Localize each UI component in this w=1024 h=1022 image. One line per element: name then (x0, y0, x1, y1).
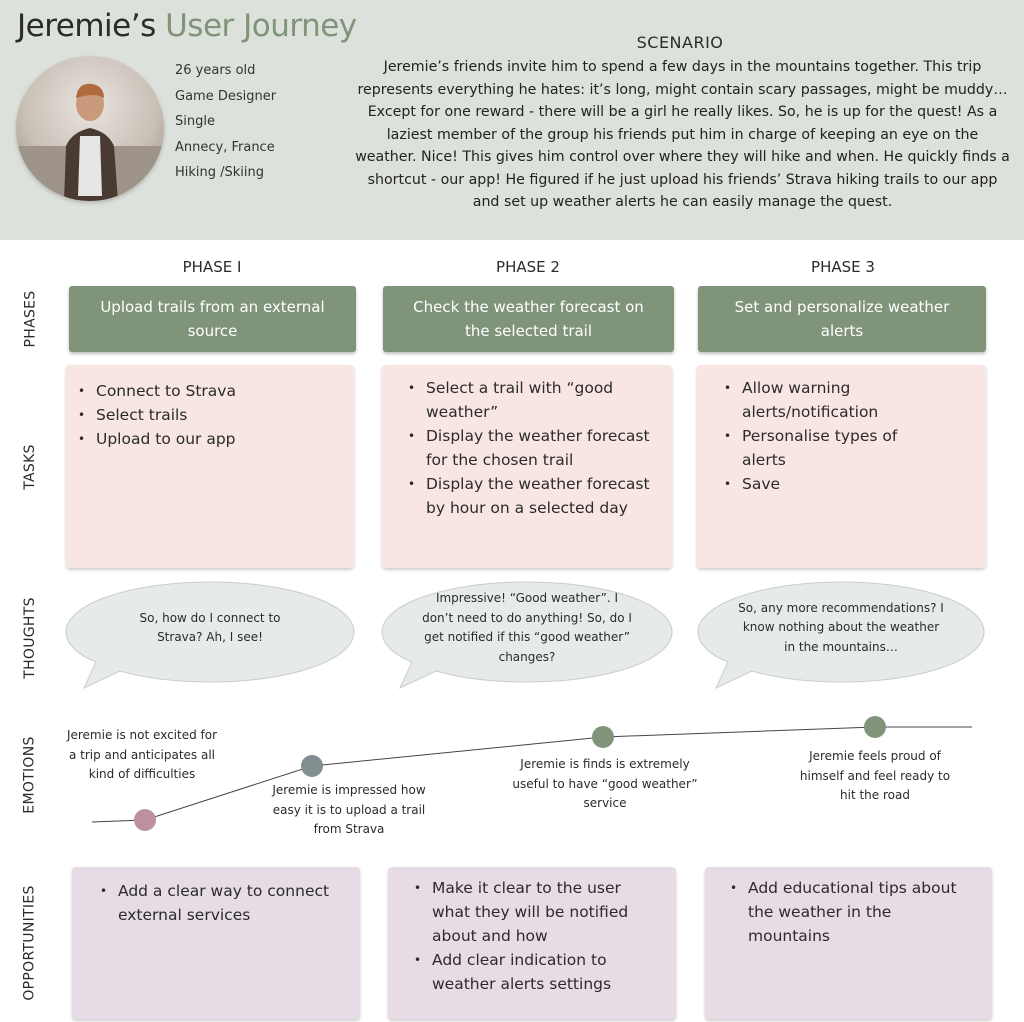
title-rest: User Journey (165, 8, 357, 44)
phase-2-opportunities: Make it clear to the user what they will… (388, 867, 676, 1019)
persona-location: Annecy, France (175, 140, 275, 155)
opportunity-item: Make it clear to the user what they will… (414, 876, 646, 948)
phase-1-title: Upload trails from an external source (69, 286, 356, 352)
emotion-curve (91, 716, 972, 831)
phase-2-label: PHASE 2 (496, 258, 560, 276)
phase-3-label: PHASE 3 (811, 258, 875, 276)
phase-1-thought-bubble: So, how do I connect to Strava? Ah, I se… (64, 578, 356, 690)
persona-status: Single (175, 114, 215, 129)
phase-2-title: Check the weather forecast on the select… (383, 286, 674, 352)
opportunity-item: Add educational tips about the weather i… (730, 876, 978, 948)
emotion-note: Jeremie feels proud of himself and feel … (799, 749, 951, 802)
person-photo-icon (16, 83, 164, 201)
scenario-text: Jeremie’s friends invite him to spend a … (355, 59, 1010, 210)
opportunity-item: Add a clear way to connect external serv… (100, 879, 340, 927)
task-item: Upload to our app (78, 427, 340, 451)
avatar (16, 56, 164, 201)
persona-age: 26 years old (175, 63, 256, 78)
emotion-point-4 (864, 716, 886, 738)
header-panel (0, 0, 1024, 240)
row-label-opportunities: OPPORTUNITIES (22, 885, 39, 1001)
persona-hobbies: Hiking /Skiing (175, 165, 265, 180)
persona-job: Game Designer (175, 89, 277, 104)
task-item: Allow warning alerts/notification (724, 376, 936, 424)
emotion-point-3 (592, 726, 614, 748)
title-name: Jeremie’s (17, 8, 156, 44)
phase-3-title: Set and personalize weather alerts (698, 286, 986, 352)
task-item: Connect to Strava (78, 379, 340, 403)
row-label-thoughts: THOUGHTS (22, 596, 38, 679)
task-item: Save (724, 472, 936, 496)
phase-1-tasks: Connect to Strava Select trails Upload t… (66, 365, 354, 568)
emotion-point-1 (134, 809, 156, 831)
phase-2-thought-bubble: Impressive! “Good weather”. I don’t need… (380, 578, 674, 690)
row-label-phases: PHASES (22, 290, 38, 348)
phase-1-opportunities: Add a clear way to connect external serv… (72, 867, 360, 1019)
task-item: Personalise types of alerts (724, 424, 936, 472)
emotion-note: Jeremie is not excited for a trip and an… (66, 728, 218, 781)
phase-1-label: PHASE I (182, 258, 242, 276)
task-item: Display the weather forecast for the cho… (408, 424, 652, 472)
emotion-note: Jeremie is impressed how easy it is to u… (272, 783, 426, 836)
emotion-point-2 (301, 755, 323, 777)
task-item: Select trails (78, 403, 340, 427)
phase-3-tasks: Allow warning alerts/notification Person… (697, 365, 986, 568)
emotion-note: Jeremie is finds is extremely useful to … (512, 757, 698, 810)
opportunity-item: Add clear indication to weather alerts s… (414, 948, 646, 996)
scenario-title: SCENARIO (636, 33, 724, 52)
row-label-tasks: TASKS (22, 443, 38, 490)
page-title: Jeremie’s User Journey (17, 8, 357, 44)
task-item: Select a trail with “good weather” (408, 376, 652, 424)
phase-3-opportunities: Add educational tips about the weather i… (705, 867, 992, 1019)
phase-2-tasks: Select a trail with “good weather” Displ… (382, 365, 672, 568)
task-item: Display the weather forecast by hour on … (408, 472, 652, 520)
phase-3-thought-bubble: So, any more recommendations? I know not… (696, 578, 986, 690)
